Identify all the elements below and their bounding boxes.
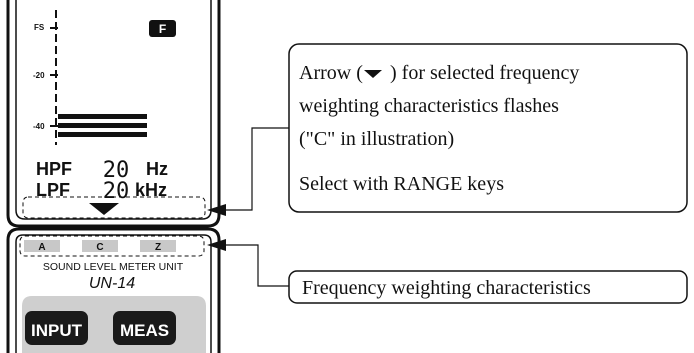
- hpf-value: 20: [103, 158, 130, 183]
- arrow-callout-text-after: ) for selected frequency: [390, 62, 579, 84]
- meas-button-label: MEAS: [120, 321, 169, 340]
- weighting-callout-text: Frequency weighting characteristics: [302, 277, 591, 299]
- weighting-callout-leader: [225, 244, 289, 287]
- scale-label-minus40: -40: [33, 122, 45, 131]
- weighting-label-a: A: [38, 242, 45, 253]
- weighting-label-c: C: [96, 242, 103, 253]
- scale-label-minus20: -20: [33, 71, 45, 80]
- arrow-callout-leader: [225, 127, 289, 211]
- scale-label-fs: FS: [34, 23, 45, 32]
- hpf-unit: Hz: [146, 159, 168, 179]
- weighting-highlight-box: [19, 235, 205, 257]
- lcd-display: FS -20 -40 F HPF 20 Hz LPF 20 kHz: [22, 10, 206, 219]
- lpf-value: 20: [103, 179, 130, 204]
- meas-button[interactable]: [113, 311, 176, 345]
- input-button-label: INPUT: [31, 321, 83, 340]
- level-meter-bars: [58, 114, 147, 137]
- arrow-callout-text-before: Arrow (: [299, 62, 363, 84]
- arrow-callout-pointer-icon: [207, 204, 226, 216]
- lpf-unit: kHz: [135, 180, 167, 200]
- device-body: [6, 0, 221, 228]
- weighting-key-a[interactable]: [24, 240, 60, 252]
- callout-arrow-icon: [364, 70, 382, 78]
- unit-caption: SOUND LEVEL METER UNIT: [43, 261, 184, 273]
- arrow-callout-line4: Select with RANGE keys: [299, 173, 504, 195]
- unit-model: UN-14: [89, 275, 135, 292]
- hpf-label: HPF: [36, 159, 72, 179]
- weighting-key-z[interactable]: [140, 240, 176, 252]
- weighting-callout: Frequency weighting characteristics: [207, 239, 688, 304]
- weighting-callout-box: [288, 270, 688, 304]
- weighting-callout-pointer-icon: [207, 239, 226, 251]
- arrow-callout: Arrow ( ) for selected frequency weighti…: [207, 43, 688, 216]
- unit-panel: A C Z SOUND LEVEL METER UNIT UN-14 INPUT…: [6, 227, 221, 353]
- mode-badge-label: F: [159, 22, 166, 36]
- weighting-label-z: Z: [155, 242, 161, 253]
- mode-badge: [149, 20, 176, 37]
- selection-arrow-icon: [89, 203, 119, 215]
- input-button[interactable]: [25, 311, 88, 345]
- arrow-highlight-box: [22, 196, 206, 219]
- lpf-label: LPF: [36, 180, 70, 200]
- arrow-callout-line2: weighting characteristics flashes: [299, 95, 559, 117]
- weighting-key-c[interactable]: [82, 240, 118, 252]
- arrow-callout-line3: ("C" in illustration): [299, 128, 454, 150]
